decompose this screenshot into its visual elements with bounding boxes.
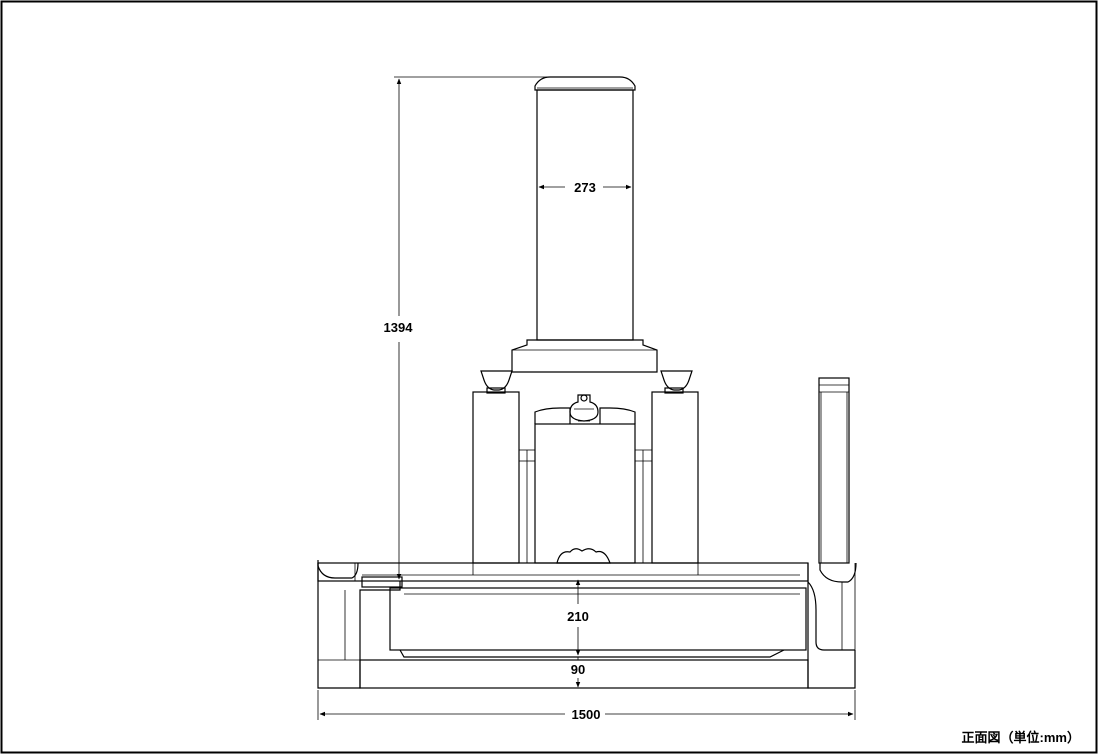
- dimension-label-column-width: 273: [574, 180, 596, 195]
- tombstone-outline: [317, 76, 857, 689]
- dimension-total-width: [317, 690, 856, 720]
- dimension-label-total-width: 1500: [572, 707, 601, 722]
- dimension-label-bottom-step: 90: [571, 662, 585, 677]
- dimension-total-height: [394, 76, 548, 582]
- drawing-caption: 正面図（単位:mm）: [962, 730, 1080, 745]
- dimension-label-base-height: 210: [567, 609, 589, 624]
- dimension-label-total-height: 1394: [384, 320, 414, 335]
